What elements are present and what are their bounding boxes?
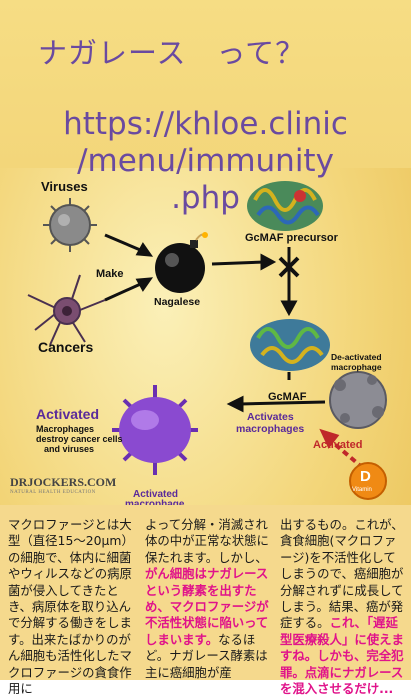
label-cancers: Cancers	[38, 339, 94, 355]
cancer-cell-illustration	[27, 274, 106, 346]
label-activated-arrow: Activated	[313, 439, 363, 451]
activated-macrophage-illustration	[112, 385, 198, 475]
label-activated-desc-2: destroy cancer cells	[36, 434, 123, 444]
label-gcmaf: GcMAF	[268, 391, 307, 403]
label-macrophage: macrophage	[331, 362, 382, 372]
url-line-1[interactable]: https://khloe.clinic	[63, 106, 348, 142]
label-macrophages: macrophages	[236, 423, 305, 435]
text-column-3: 出するもの。これが、貪食細胞(マクロファージ)を不活性化してしまうので、癌細胞が…	[280, 517, 404, 697]
text-column-2: よって分解・消滅され体の中が正常な状態に保たれます。しかし、がん細胞はナガレース…	[145, 517, 269, 680]
vitamin-d-illustration	[349, 462, 387, 500]
header-band	[0, 0, 411, 168]
label-activated-macrophage-1: Activated	[133, 489, 179, 500]
deactivated-macrophage-illustration	[329, 371, 387, 429]
bomb-illustration	[155, 232, 208, 293]
label-deactivated: De-activated	[331, 352, 382, 362]
highlighted-text-1: がん細胞はナガレースという酵素を出すため、マクロファージが不活性状態に陥いってし…	[145, 566, 269, 647]
vitamin-d-letter: D	[360, 468, 371, 485]
url-line-3[interactable]: .php	[171, 180, 240, 216]
label-activated-title: Activated	[36, 406, 100, 422]
vitamin-label: Vitamin	[352, 487, 372, 493]
label-activates: Activates	[247, 411, 294, 423]
url-line-2[interactable]: /menu/immunity	[77, 143, 334, 179]
label-gcmaf-precursor: GcMAF precursor	[245, 232, 338, 244]
label-activated-desc-3: and viruses	[44, 444, 95, 454]
text-column-1: マクロファージとは大型（直径15〜20μm）の細胞で、体内に細菌やウィルスなどの…	[8, 517, 132, 697]
diagram-illustration	[27, 181, 387, 500]
label-activated-desc-1: Macrophages	[36, 424, 95, 434]
page-title: ナガレース って？	[38, 36, 306, 70]
explanation-text-section: マクロファージとは大型（直径15〜20μm）の細胞で、体内に細菌やウィルスなどの…	[0, 505, 411, 696]
gcmaf-precursor-illustration	[247, 181, 323, 231]
virus-illustration	[43, 198, 97, 252]
label-activated-macrophage-2: macrophage	[125, 499, 184, 510]
label-viruses: Viruses	[41, 179, 88, 194]
label-nagalese: Nagalese	[154, 296, 201, 308]
label-make: Make	[96, 268, 124, 280]
gcmaf-illustration	[250, 319, 330, 371]
